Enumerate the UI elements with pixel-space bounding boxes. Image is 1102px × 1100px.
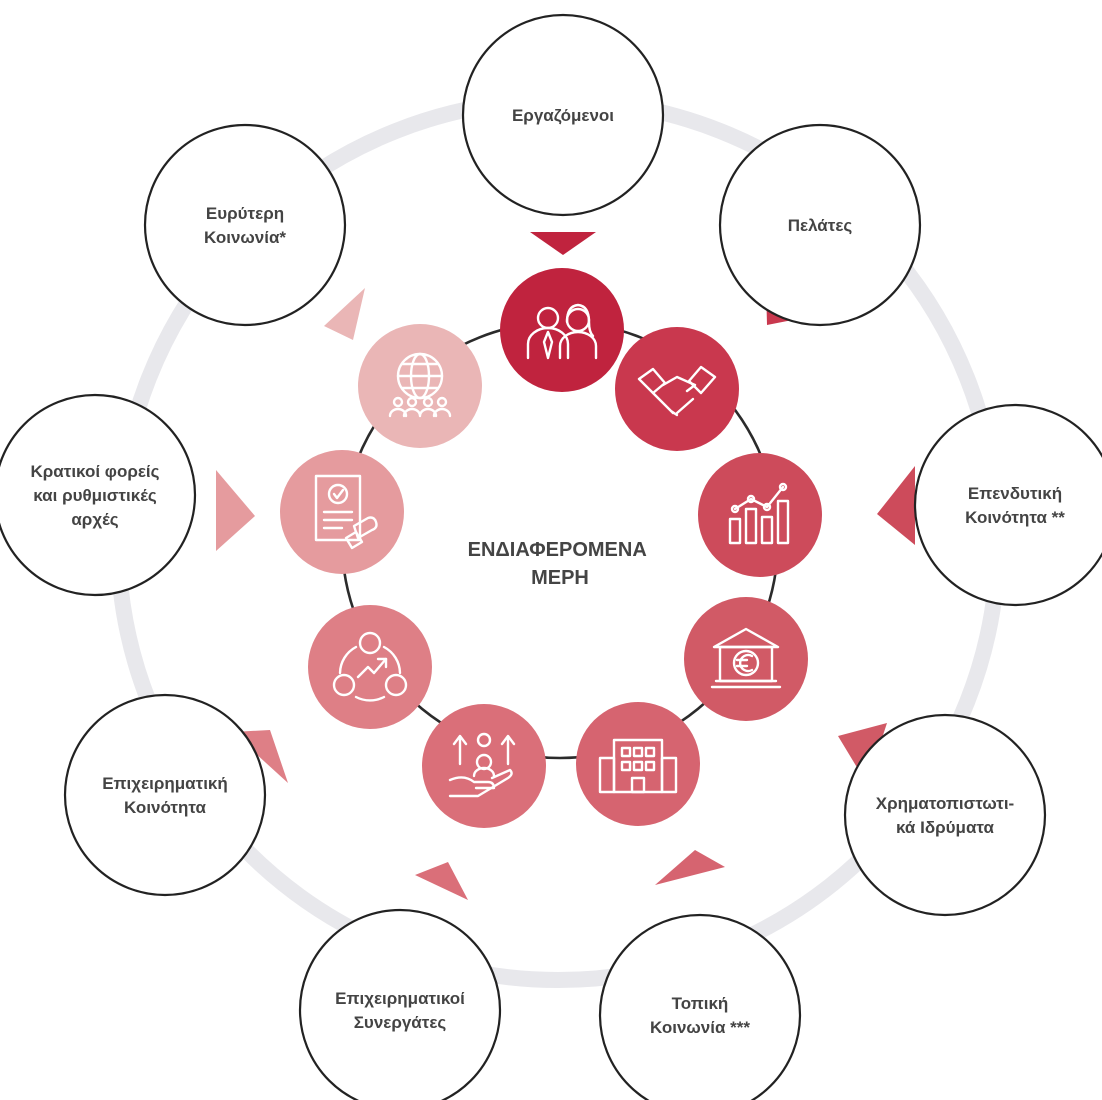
network-growth-icon — [332, 631, 408, 702]
hand-people-growth-icon — [448, 732, 516, 798]
stakeholder-customers: Πελάτες — [718, 123, 922, 327]
icon-circle-investors — [698, 453, 822, 577]
stakeholder-business-label-line: Επιχειρηματική — [102, 774, 228, 793]
icon-circle-local — [576, 702, 700, 826]
icon-circle-customers — [615, 327, 739, 451]
center-title: ΕΝΔΙΑΦΕΡΟΜΕΝΑ ΜΕΡΗ — [468, 539, 653, 589]
stakeholder-local-label-line: Τοπική — [672, 994, 729, 1013]
pointer-financial — [838, 723, 887, 784]
stakeholder-government-label-line: Κρατικοί φορείς — [31, 462, 160, 481]
icon-circle-partners — [422, 704, 546, 828]
pointer-local — [655, 850, 725, 885]
pointer-government — [216, 470, 255, 551]
center-title-line-2: ΜΕΡΗ — [531, 567, 589, 589]
document-stamp-icon — [314, 474, 378, 550]
handshake-icon — [637, 365, 717, 417]
growth-chart-icon — [728, 482, 790, 545]
stakeholder-local-label-line: Κοινωνία *** — [650, 1018, 750, 1037]
stakeholder-financial-label-line: κά Ιδρύματα — [896, 818, 994, 837]
stakeholder-employees-label-line: Εργαζόμενοι — [512, 106, 614, 125]
pointer-society — [324, 288, 365, 340]
pointer-investors — [877, 466, 915, 545]
stakeholder-government-label-line: αρχές — [71, 510, 118, 529]
center-title-line-1: ΕΝΔΙΑΦΕΡΟΜΕΝΑ — [468, 539, 647, 561]
stakeholder-government-label-line: και ρυθμιστικές — [33, 486, 157, 505]
svg-text:Χρηματοπιστωτι-κά Ιδρύματα: Χρηματοπιστωτι-κά Ιδρύματα — [876, 794, 1014, 837]
icon-circle-business — [308, 605, 432, 729]
stakeholder-employees: Εργαζόμενοι — [461, 13, 665, 217]
stakeholder-partners-label-line: Συνεργάτες — [354, 1013, 447, 1032]
icon-circle-financial — [684, 597, 808, 721]
icon-circle-employees — [500, 268, 624, 392]
euro-bank-icon — [710, 627, 782, 689]
buildings-icon — [598, 738, 678, 794]
icon-circle-society — [358, 324, 482, 448]
svg-text:Εργαζόμενοι: Εργαζόμενοι — [512, 106, 614, 125]
people-icon — [526, 303, 598, 360]
stakeholder-business-label-line: Κοινότητα — [124, 798, 206, 817]
stakeholder-society-label-line: Κοινωνία* — [204, 228, 286, 247]
stakeholder-financial-label-line: Χρηματοπιστωτι- — [876, 794, 1014, 813]
stakeholder-government: Κρατικοί φορείς και ρυθμιστικές αρχές — [0, 393, 197, 597]
stakeholder-society-label-line: Ευρύτερη — [206, 204, 284, 223]
stakeholder-customers-label-line: Πελάτες — [788, 216, 853, 235]
stakeholder-financial: Χρηματοπιστωτι-κά Ιδρύματα — [843, 713, 1047, 917]
pointer-employees — [530, 232, 596, 255]
icon-circle-government — [280, 450, 404, 574]
globe-community-icon — [388, 352, 452, 418]
pointer-partners — [415, 862, 468, 900]
stakeholder-investors-label-line: Κοινότητα ** — [965, 508, 1065, 527]
stakeholder-partners-label-line: Επιχειρηματικοί — [335, 989, 465, 1008]
stakeholder-investors-label-line: Επενδυτική — [968, 484, 1062, 503]
svg-text:Πελάτες: Πελάτες — [788, 216, 853, 235]
